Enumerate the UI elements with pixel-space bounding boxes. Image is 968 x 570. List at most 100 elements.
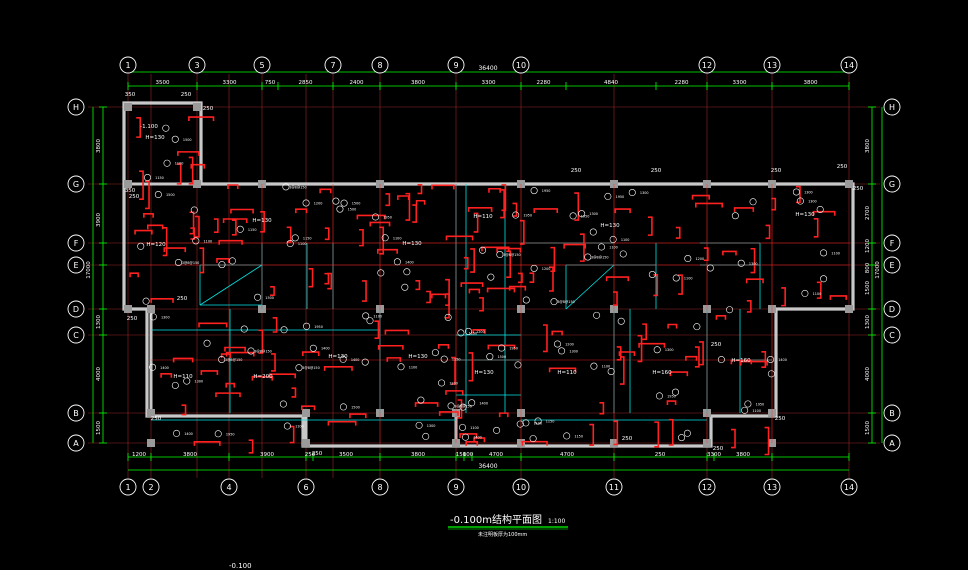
axis-bubble-left-circle xyxy=(67,326,85,344)
rebar-tag-circle xyxy=(361,358,369,366)
rebar-tag-circle xyxy=(459,423,467,431)
rebar-tag-circle xyxy=(377,269,385,277)
rebar-mark xyxy=(614,208,631,214)
rebar-label: 1400 xyxy=(405,260,414,264)
rebar-tag-circle xyxy=(584,253,592,261)
rebar-label: 3@8@150 xyxy=(557,300,575,304)
axis-bubble-right-circle xyxy=(883,434,901,452)
rebar-label: 1300 xyxy=(161,315,170,319)
rebar-mark xyxy=(356,214,386,220)
rebar-tag-circle xyxy=(609,235,617,243)
rebar-mark xyxy=(812,210,836,216)
drawing-scale: 1:100 xyxy=(548,518,565,525)
rebar-mark xyxy=(323,366,353,371)
rebar-label: 1400 xyxy=(473,436,482,440)
rebar-tag-circle xyxy=(149,313,157,321)
rebar-label: 1150 xyxy=(574,434,583,438)
rebar-label: 1200 xyxy=(695,257,704,261)
dim-text-right: 1500 xyxy=(865,421,871,435)
rebar-mark xyxy=(301,405,316,411)
rebar-mark xyxy=(189,211,195,235)
column xyxy=(302,439,310,447)
rebar-tag-circle xyxy=(422,432,430,440)
axis-bubble-right-circle xyxy=(883,404,901,422)
rebar-mark xyxy=(813,218,819,238)
rebar-mark xyxy=(542,324,548,353)
rebar-mark xyxy=(286,226,292,243)
rebar-label: 1500 xyxy=(497,355,506,359)
rebar-mark xyxy=(451,356,456,385)
rebar-tag-circle xyxy=(143,174,151,182)
rebar-mark xyxy=(270,285,275,297)
rebar-mark xyxy=(613,420,619,446)
rebar-mark xyxy=(188,156,194,185)
rebar-label: 3@8@150 xyxy=(254,349,272,353)
dim-text-misc: 350 xyxy=(125,92,136,98)
rebar-tag-circle xyxy=(590,362,598,370)
rebar-mark xyxy=(431,184,455,190)
axis-bubble-bottom-circle xyxy=(512,478,530,496)
rebar-mark xyxy=(589,423,595,446)
rebar-mark xyxy=(198,322,228,328)
rebar-tag-circle xyxy=(653,346,661,354)
rebar-mark xyxy=(213,218,219,234)
rebar-tag-circle xyxy=(468,399,476,407)
rebar-tag-circle xyxy=(516,420,524,428)
axis-bubble-top-label: 12 xyxy=(702,61,712,70)
rebar-mark xyxy=(512,202,518,217)
axis-bubble-right-label: D xyxy=(889,305,895,314)
slab-thickness-label: H=130 xyxy=(252,218,272,224)
rebar-label: 1300 xyxy=(194,380,203,384)
rebar-tag-circle xyxy=(162,124,170,132)
axis-bubble-top-circle xyxy=(512,56,530,74)
rebar-mark xyxy=(272,316,278,333)
rebar-tag-circle xyxy=(291,234,299,242)
dim-text-right: 3800 xyxy=(865,139,871,153)
rebar-tag-circle xyxy=(464,327,472,335)
rebar-mark xyxy=(150,298,174,303)
rebar-mark xyxy=(227,184,239,189)
axis-bubble-top-label: 1 xyxy=(125,61,130,70)
rebar-tag-circle xyxy=(254,293,262,301)
rebar-label: 1200 xyxy=(565,342,574,346)
axis-bubble-top-label: 14 xyxy=(844,61,854,70)
dim-text-left: 3900 xyxy=(96,213,102,227)
rebar-label: 1500 xyxy=(183,138,192,142)
axis-bubble-left-label: G xyxy=(73,180,79,189)
rebar-tag-circle xyxy=(339,403,347,411)
rebar-tag-circle xyxy=(522,419,530,427)
rebar-label: 1300 xyxy=(640,191,649,195)
rebar-mark xyxy=(230,208,254,214)
rebar-mark xyxy=(397,195,410,200)
rebar-tag-circle xyxy=(741,406,749,414)
rebar-label: 1400 xyxy=(479,401,488,405)
rebar-tag-circle xyxy=(801,289,809,297)
rebar-label: 1100 xyxy=(831,251,840,255)
axis-bubble-top-label: 10 xyxy=(516,61,526,70)
rebar-label: 1500 xyxy=(166,193,175,197)
rebar-mark xyxy=(613,291,618,306)
rebar-tag-circle xyxy=(444,313,452,321)
rebar-mark xyxy=(377,344,404,350)
axis-bubble-top-circle xyxy=(324,56,342,74)
rebar-tag-circle xyxy=(530,264,538,272)
rebar-tag-circle xyxy=(578,210,586,218)
rebar-label: 1500 xyxy=(348,208,357,212)
rebar-label: 1200 xyxy=(449,381,458,385)
dim-text-top: 3800 xyxy=(411,80,425,86)
diagonal-opening xyxy=(199,264,263,306)
rebar-tag-circle xyxy=(486,353,494,361)
rebar-mark xyxy=(518,272,523,284)
column xyxy=(124,103,132,111)
rebar-mark xyxy=(134,229,153,235)
rebar-tag-circle xyxy=(648,271,656,279)
rebar-mark xyxy=(669,371,689,377)
dim-text-bottom-total: 36400 xyxy=(478,463,497,470)
rebar-mark xyxy=(457,399,463,419)
rebar-label: 1150 xyxy=(155,176,164,180)
column xyxy=(147,305,155,313)
dim-text-right: 17000 xyxy=(875,261,881,279)
rebar-mark xyxy=(248,439,254,454)
rebar-tag-circle xyxy=(512,211,520,219)
